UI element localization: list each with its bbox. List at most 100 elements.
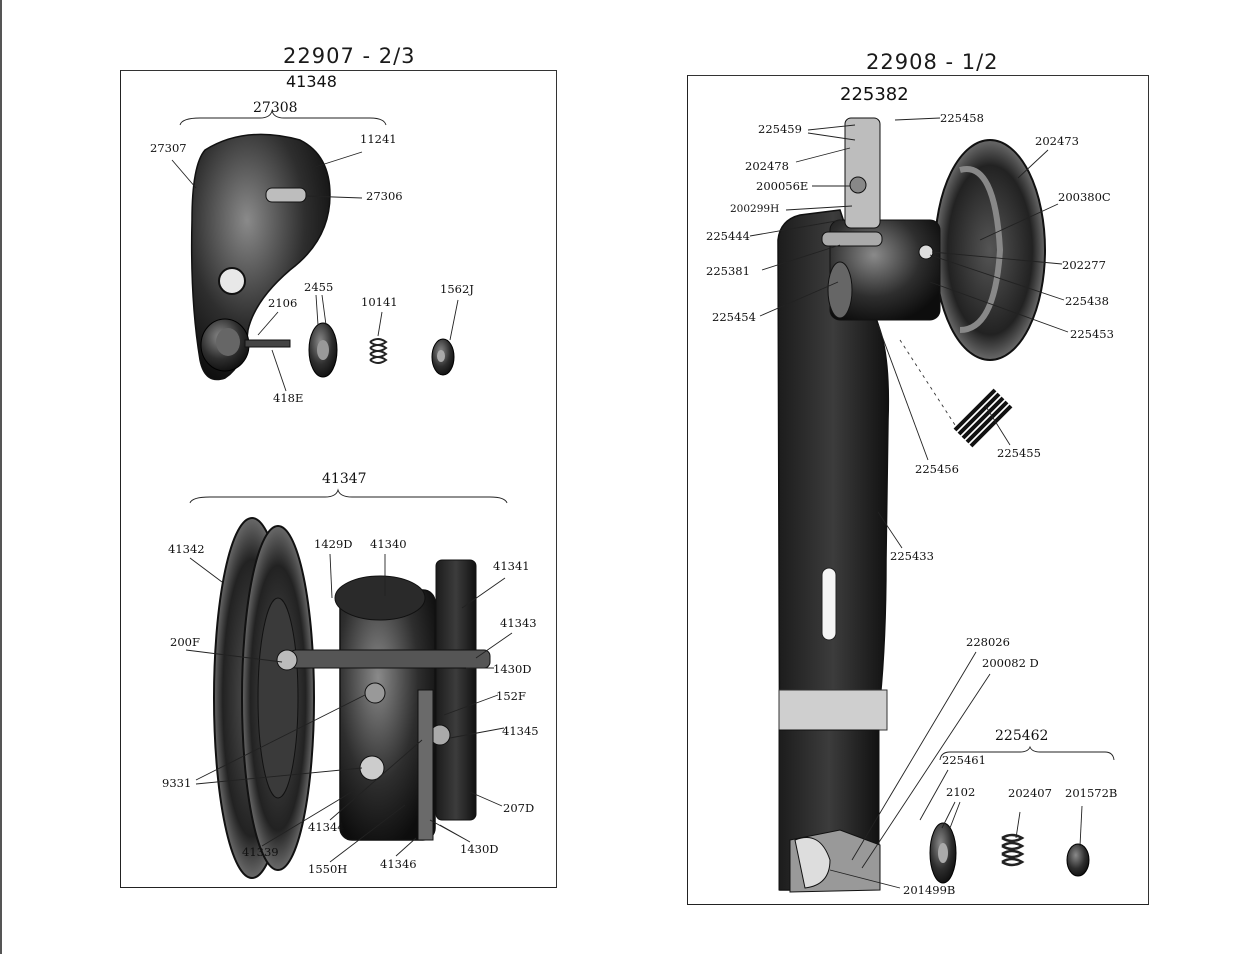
label-200082D: 200082 D [982,656,1039,670]
label-201499B: 201499B [903,883,955,897]
label-41340: 41340 [370,537,407,551]
label-200380C: 200380C [1058,190,1111,204]
label-2455: 2455 [304,280,333,294]
label-418E: 418E [273,391,303,405]
label-152F: 152F [496,689,526,703]
tension-bracket-27307 [190,133,331,381]
group-number-41347: 41347 [322,471,367,487]
label-41343: 41343 [500,616,537,630]
label-27307: 27307 [150,141,187,155]
leader-10141 [377,311,383,337]
label-225459: 225459 [758,122,802,136]
group-number-27308: 27308 [253,100,298,116]
label-1430D-bottom: 1430D [460,842,499,856]
tension-spring-10141 [369,338,388,364]
leader-202473 [1017,149,1049,179]
leader-225459 [807,124,856,141]
left-figure-frame [120,70,557,888]
leader-200299H [785,205,853,211]
leader-225444 [749,219,843,237]
leader-225458 [894,117,941,121]
label-202478: 202478 [745,159,789,173]
label-201572B: 201572B [1065,786,1117,800]
leader-202407 [1015,811,1021,839]
spring-225455 [953,388,1013,448]
label-225458: 225458 [940,111,984,125]
label-200056E: 200056E [756,179,808,193]
leader-41342 [189,557,223,583]
label-41339: 41339 [242,845,279,859]
label-207D: 207D [503,801,534,815]
label-41341: 41341 [493,559,530,573]
label-225433: 225433 [890,549,934,563]
leader-225433 [877,511,903,549]
label-228026: 228026 [966,635,1010,649]
label-2102: 2102 [946,785,975,799]
label-225455: 225455 [997,446,1041,460]
label-11241: 11241 [360,132,397,146]
label-225456: 225456 [915,462,959,476]
label-202277: 202277 [1062,258,1106,272]
right-page-title: 22908 - 1/2 [866,50,999,74]
label-202407: 202407 [1008,786,1052,800]
group-brace-27308 [179,109,387,126]
label-2106: 2106 [268,296,297,310]
leader-207D [469,791,503,807]
leader-225461 [919,769,949,821]
leader-2106 [257,311,279,336]
leader-2102 [941,801,961,829]
leader-202277 [931,251,1063,265]
group-number-225462: 225462 [995,728,1048,744]
leader-1550H [329,804,406,863]
group-brace-41347 [189,488,508,504]
tension-body-41340 [276,559,491,841]
label-225381: 225381 [706,264,750,278]
label-1430D-top: 1430D [493,662,532,676]
label-41342: 41342 [168,542,205,556]
assembly-number-225382: 225382 [840,84,909,105]
label-225453: 225453 [1070,327,1114,341]
leader-41344 [329,739,423,821]
leader-41339 [261,789,356,847]
leader-201572B [1079,805,1083,847]
leader-225455 [984,404,1011,446]
leader-41345 [449,727,505,739]
label-41344: 41344 [308,820,345,834]
leader-418E [271,349,287,392]
group-brace-225462 [939,745,1115,761]
right-figure-frame [687,75,1149,905]
label-41346: 41346 [380,857,417,871]
leader-41346 [395,837,417,857]
leader-200F [185,649,283,663]
label-27306: 27306 [366,189,403,203]
leader-152F [443,694,499,716]
label-9331: 9331 [162,776,191,790]
leader-27307 [171,159,197,189]
pulley-wheel-41342 [213,517,315,879]
leader-201499B [829,869,901,889]
label-1562J: 1562J [440,282,474,296]
assembly-number-41348: 41348 [286,72,337,91]
leader-1430D-bottom [429,819,471,843]
page-edge [0,0,2,954]
leader-225453 [929,281,1069,333]
leader-9331 [195,694,366,785]
label-1429D: 1429D [314,537,353,551]
tension-nut-1562J [431,338,455,376]
leader-225454 [759,281,839,317]
leader-1429D [329,553,333,599]
label-225461: 225461 [942,753,986,767]
label-1550H: 1550H [308,862,347,876]
label-225444: 225444 [706,229,750,243]
label-200F: 200F [170,635,200,649]
leader-225438 [929,254,1065,301]
leader-202478 [795,147,851,163]
spring-axis-dash [899,339,956,426]
check-spring-bar-225433 [777,209,890,893]
leader-11241 [311,151,363,169]
leader-1562J [449,299,459,341]
leader-41341 [461,577,506,609]
label-41345: 41345 [502,724,539,738]
label-200299H: 200299H [730,203,779,215]
leader-225456 [877,324,929,461]
